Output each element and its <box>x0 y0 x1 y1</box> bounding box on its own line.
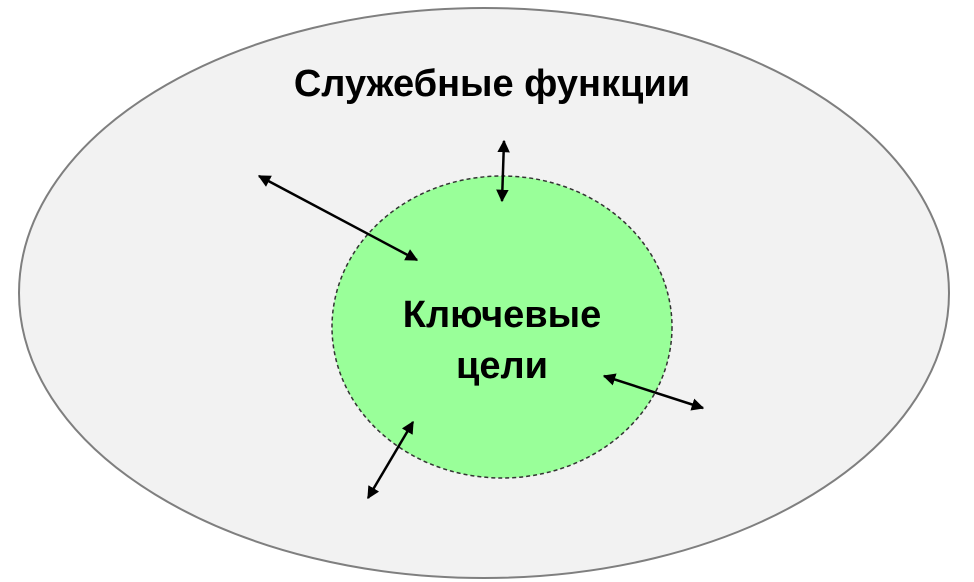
arrow-upper-left <box>257 174 419 262</box>
arrow-lower-left <box>366 420 415 500</box>
inner-label-line1: Ключевые <box>403 294 601 336</box>
outer-label: Служебные функции <box>294 63 690 105</box>
inner-label-line2: цели <box>456 345 548 387</box>
arrow-right <box>602 373 705 411</box>
arrow-top <box>496 139 510 203</box>
